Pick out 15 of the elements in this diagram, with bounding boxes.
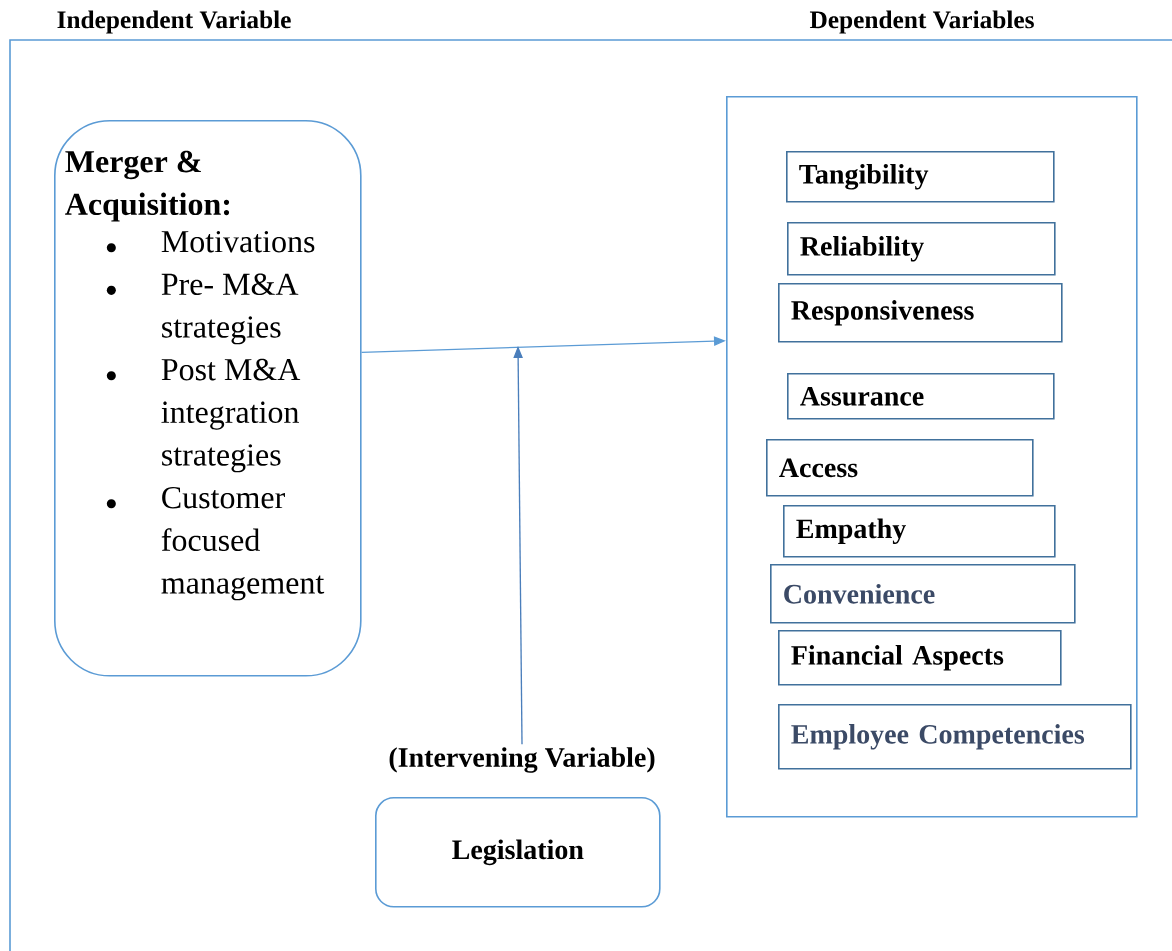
rounded-box: Legislation <box>375 797 661 908</box>
variable-box: Convenience <box>770 564 1076 624</box>
variable-box: Financial Aspects <box>778 630 1062 686</box>
variable-box: Empathy <box>783 505 1056 558</box>
variable-box: Responsiveness <box>778 283 1063 343</box>
rounded-box: Merger & Acquisition: Motivations Pre- M&A strategies Post M&A integration strategies Customer focused management <box>54 120 362 677</box>
variable-box: Assurance <box>787 373 1055 420</box>
variable-box: Access <box>766 439 1034 497</box>
variable-box: Employee Competencies <box>778 704 1132 770</box>
heading: (Intervening Variable) <box>389 747 655 773</box>
container-box <box>726 96 1138 818</box>
variable-box: Tangibility <box>786 151 1055 203</box>
heading: Dependent Variables <box>809 10 1034 34</box>
variable-box: Reliability <box>787 222 1056 276</box>
heading: Independent Variable <box>57 10 291 34</box>
